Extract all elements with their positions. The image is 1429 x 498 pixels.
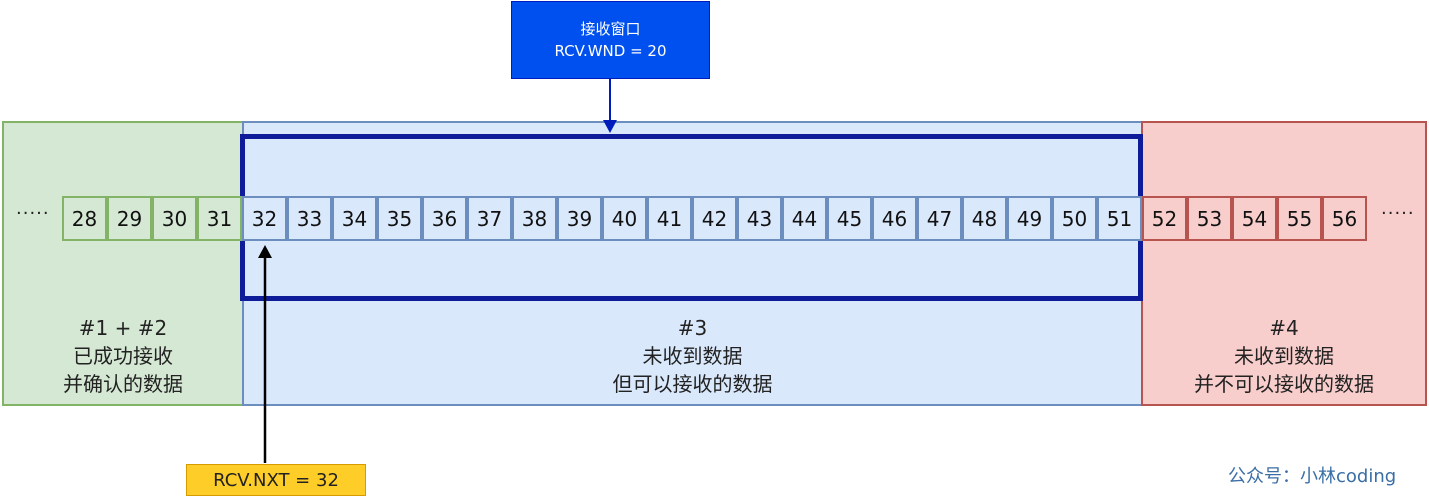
region-label-line: 未收到数据 (642, 344, 743, 368)
watermark: 公众号：小林coding (1228, 466, 1397, 487)
seq-cell: 39 (557, 196, 602, 241)
seq-cell: 38 (512, 196, 557, 241)
region-not-receivable (1141, 121, 1427, 406)
seq-cell: 34 (332, 196, 377, 241)
region-label-received: #1 + #2 已成功接收 并确认的数据 (2, 314, 244, 398)
ellipsis-left: ····· (16, 203, 50, 224)
receive-window-box: 接收窗口 RCV.WND = 20 (511, 1, 710, 79)
seq-cell: 43 (737, 196, 782, 241)
seq-cell: 29 (107, 196, 152, 241)
receive-window-value: RCV.WND = 20 (554, 42, 667, 60)
seq-cell: 30 (152, 196, 197, 241)
seq-cell: 42 (692, 196, 737, 241)
region-received-acked (2, 121, 244, 406)
seq-cell: 44 (782, 196, 827, 241)
ellipsis-right: ····· (1381, 203, 1415, 224)
seq-cell: 35 (377, 196, 422, 241)
seq-cell: 46 (872, 196, 917, 241)
region-label-not-receivable: #4 未收到数据 并不可以接收的数据 (1141, 314, 1427, 398)
seq-cell: 28 (62, 196, 107, 241)
seq-cell: 31 (197, 196, 242, 241)
seq-cell: 51 (1097, 196, 1142, 241)
region-label-receivable: #3 未收到数据 但可以接收的数据 (242, 314, 1143, 398)
seq-cell: 45 (827, 196, 872, 241)
region-label-line: 已成功接收 (73, 344, 173, 368)
region-label-line: #4 (1269, 316, 1299, 340)
seq-cell: 33 (287, 196, 332, 241)
seq-cell: 54 (1232, 196, 1277, 241)
next-arrow-head (258, 245, 272, 258)
seq-cell: 48 (962, 196, 1007, 241)
region-label-line: 未收到数据 (1234, 344, 1334, 368)
seq-cell: 52 (1142, 196, 1187, 241)
window-arrow-head (603, 120, 617, 133)
seq-cell: 37 (467, 196, 512, 241)
seq-cell: 47 (917, 196, 962, 241)
seq-cell: 49 (1007, 196, 1052, 241)
receive-window-title: 接收窗口 (580, 20, 641, 38)
seq-cell: 56 (1322, 196, 1367, 241)
rcv-nxt-box: RCV.NXT = 32 (186, 464, 366, 496)
seq-cell: 36 (422, 196, 467, 241)
region-label-line: 并确认的数据 (63, 372, 183, 396)
region-receivable (242, 121, 1143, 406)
seq-cell: 41 (647, 196, 692, 241)
region-label-line: #3 (677, 316, 708, 340)
region-label-line: 并不可以接收的数据 (1194, 372, 1374, 396)
seq-cell: 50 (1052, 196, 1097, 241)
seq-cell: 55 (1277, 196, 1322, 241)
seq-cell: 40 (602, 196, 647, 241)
region-label-line: #1 + #2 (78, 316, 168, 340)
region-label-line: 但可以接收的数据 (612, 372, 773, 396)
seq-cell: 53 (1187, 196, 1232, 241)
seq-cell: 32 (242, 196, 287, 241)
